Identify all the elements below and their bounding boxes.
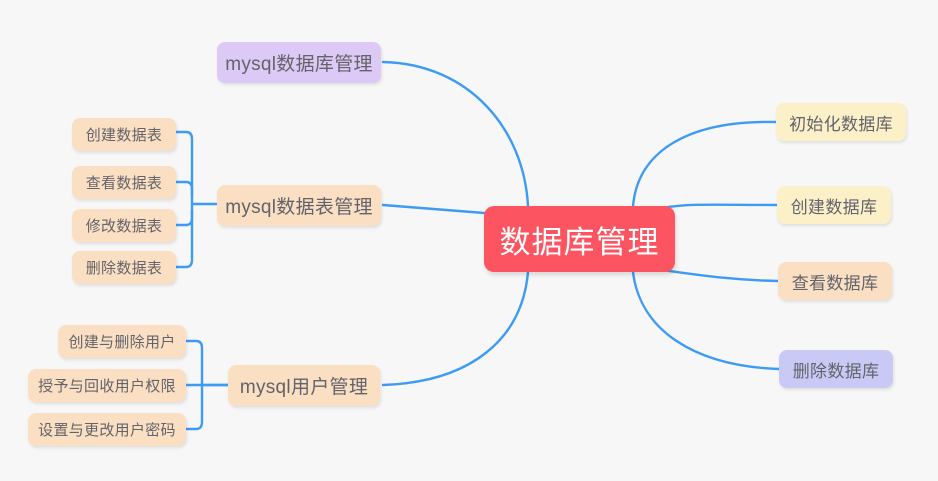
side-node-init-database[interactable]: 初始化数据库 [776, 103, 906, 141]
side-node-delete-database[interactable]: 删除数据库 [779, 350, 893, 388]
root-node[interactable]: 数据库管理 [484, 206, 675, 272]
side-node-view-database[interactable]: 查看数据库 [778, 262, 892, 300]
branch-label: mysql数据表管理 [225, 197, 373, 218]
link-root-to-delete-database [631, 270, 781, 371]
root-node-label: 数据库管理 [499, 224, 660, 260]
leaf-create-delete-user[interactable]: 创建与删除用户 [58, 325, 186, 358]
leaf-label: 修改数据表 [85, 218, 163, 235]
link-table-bracket [174, 130, 194, 269]
link-table-child-view [174, 180, 194, 198]
leaf-create-table[interactable]: 创建数据表 [72, 118, 176, 151]
leaf-modify-table[interactable]: 修改数据表 [72, 209, 176, 242]
branch-label: mysql数据库管理 [225, 54, 373, 75]
leaf-delete-table[interactable]: 删除数据表 [72, 251, 176, 284]
link-user-bracket [184, 339, 204, 431]
leaf-label: 创建与删除用户 [68, 334, 176, 351]
leaf-set-change-password[interactable]: 设置与更改用户密码 [28, 413, 186, 446]
link-table-child-modify [174, 208, 194, 227]
side-node-label: 创建数据库 [790, 197, 878, 217]
side-node-label: 查看数据库 [791, 273, 879, 293]
link-root-to-view-database [660, 268, 780, 283]
leaf-label: 查看数据表 [85, 175, 163, 192]
link-root-to-create-database [660, 203, 779, 210]
link-root-to-init-database [631, 120, 778, 208]
leaf-label: 授予与回收用户权限 [38, 378, 176, 395]
leaf-label: 设置与更改用户密码 [38, 422, 176, 439]
side-node-create-database[interactable]: 创建数据库 [777, 186, 891, 224]
link-root-to-user-management [381, 270, 530, 387]
leaf-label: 删除数据表 [85, 260, 163, 277]
link-root-to-database-management [381, 60, 530, 208]
branch-mysql-database-management[interactable]: mysql数据库管理 [217, 42, 381, 83]
link-root-to-table-management [381, 203, 486, 215]
leaf-grant-revoke-privileges[interactable]: 授予与回收用户权限 [28, 369, 186, 402]
branch-label: mysql用户管理 [239, 377, 369, 398]
side-node-label: 初始化数据库 [789, 114, 893, 134]
leaf-label: 创建数据表 [85, 127, 163, 144]
branch-mysql-table-management[interactable]: mysql数据表管理 [217, 185, 381, 226]
branch-mysql-user-management[interactable]: mysql用户管理 [228, 365, 380, 406]
side-node-label: 删除数据库 [792, 361, 880, 381]
leaf-view-table[interactable]: 查看数据表 [72, 166, 176, 199]
